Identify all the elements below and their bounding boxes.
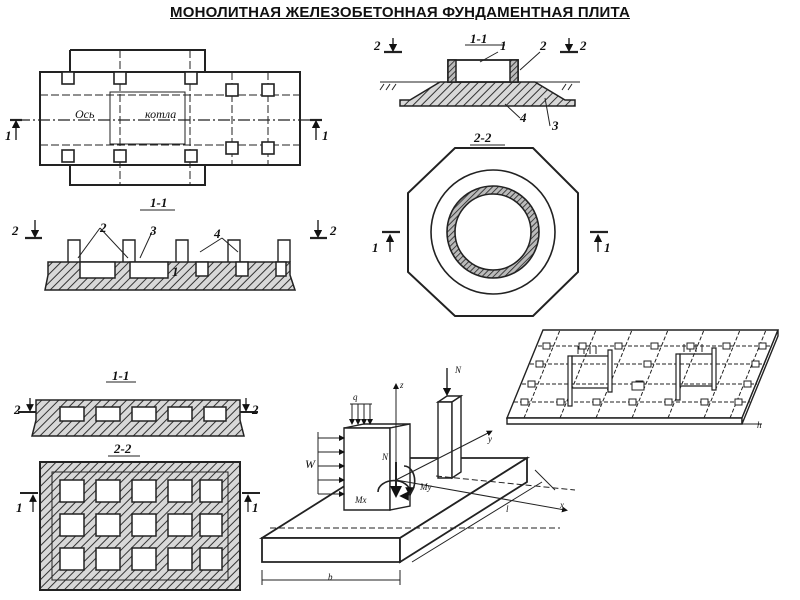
box-plan-cut-left: 1 bbox=[16, 500, 23, 515]
box-plan-drawing bbox=[20, 455, 260, 591]
grid-slab-h-label: h bbox=[757, 420, 762, 430]
boiler-section-callout-2: 2 bbox=[99, 220, 107, 235]
boiler-plan-drawing bbox=[10, 49, 322, 186]
boiler-axis-label-1: Ось bbox=[75, 107, 95, 121]
round-section-callout-4: 4 bbox=[519, 110, 527, 125]
octagon-plan-cut-right: 1 bbox=[604, 240, 611, 255]
box-section-cut-left: 2 bbox=[13, 402, 21, 417]
page-title: МОНОЛИТНАЯ ЖЕЛЕЗОБЕТОННАЯ ФУНДАМЕНТНАЯ П… bbox=[170, 4, 630, 21]
load-x-axis-label: x bbox=[559, 500, 564, 510]
round-section-cut-left: 2 bbox=[373, 38, 381, 53]
box-section-cut-right: 2 bbox=[251, 402, 259, 417]
boiler-section-drawing bbox=[25, 209, 327, 291]
round-section-title: 1-1 bbox=[470, 31, 487, 46]
load-my-label: My bbox=[419, 482, 432, 492]
load-scheme-drawing bbox=[258, 368, 576, 585]
boiler-section-cut-right: 2 bbox=[329, 223, 337, 238]
round-section-callout-3: 3 bbox=[551, 118, 559, 133]
octagon-plan-title: 2-2 bbox=[473, 130, 492, 145]
box-section-title: 1-1 bbox=[112, 368, 129, 383]
load-n-mid-label: N bbox=[381, 452, 389, 462]
round-section-callout-2: 2 bbox=[539, 38, 547, 53]
boiler-section-callout-4: 4 bbox=[213, 226, 221, 241]
load-w-label: W bbox=[305, 457, 316, 471]
grid-slab-drawing bbox=[505, 329, 780, 425]
round-section-drawing bbox=[379, 38, 580, 127]
octagon-plan-drawing bbox=[382, 144, 608, 317]
boiler-plan-cut-right: 1 bbox=[322, 128, 329, 143]
load-n-top-label: N bbox=[454, 365, 462, 375]
boiler-section-callout-3: 3 bbox=[149, 223, 157, 238]
load-z-axis-label: z bbox=[399, 380, 404, 390]
load-mx-label: Mx bbox=[354, 495, 367, 505]
box-section-drawing bbox=[18, 381, 258, 437]
round-section-cut-right: 2 bbox=[579, 38, 587, 53]
load-q-label: q bbox=[353, 392, 358, 402]
boiler-section-cut-left: 2 bbox=[11, 223, 19, 238]
boiler-section-title: 1-1 bbox=[150, 195, 167, 210]
boiler-axis-label-2: котла bbox=[145, 107, 176, 121]
load-l-dimension-label: l bbox=[506, 504, 509, 514]
load-b-dimension-label: b bbox=[328, 572, 333, 582]
octagon-plan-cut-left: 1 bbox=[372, 240, 379, 255]
boiler-section-callout-1: 1 bbox=[172, 264, 179, 279]
load-y-axis-label: y bbox=[487, 434, 492, 444]
box-plan-cut-right: 1 bbox=[252, 500, 259, 515]
box-plan-title: 2-2 bbox=[113, 441, 132, 456]
round-section-callout-1: 1 bbox=[500, 38, 507, 53]
boiler-plan-cut-left: 1 bbox=[5, 128, 12, 143]
